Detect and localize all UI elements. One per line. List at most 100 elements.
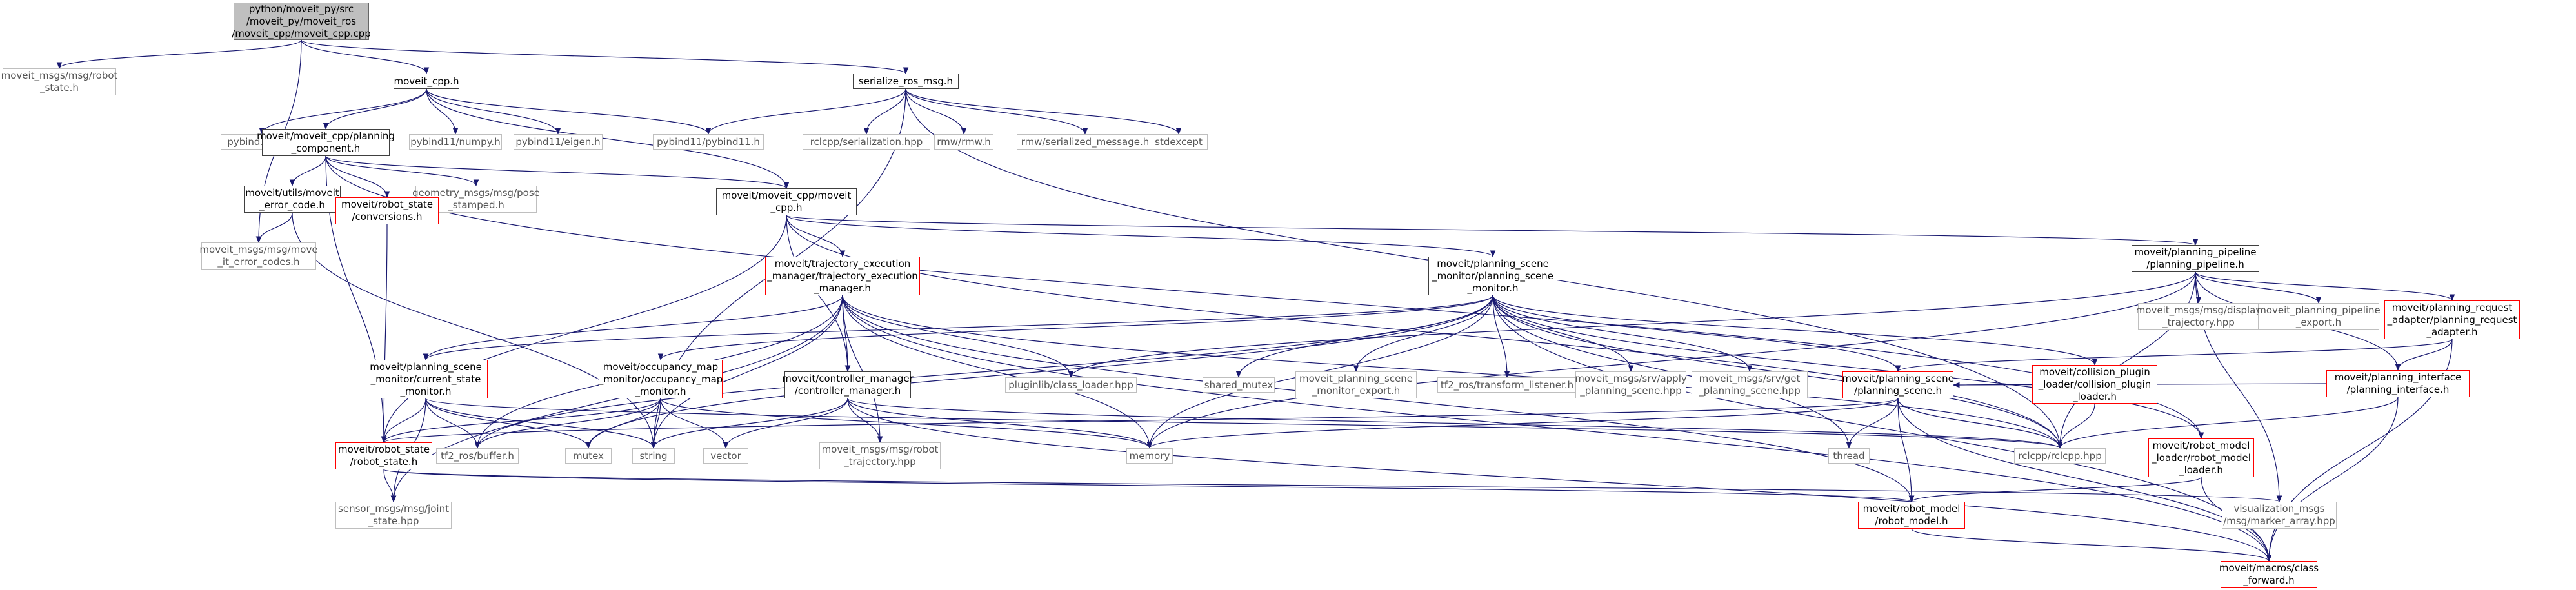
node-label-line: moveit/utils/moveit xyxy=(245,187,339,199)
node-label-line: moveit/planning_pipeline xyxy=(2134,246,2257,258)
node-robot-model-loader[interactable]: moveit/robot_model_loader/robot_model_lo… xyxy=(2148,438,2254,477)
node-label-line: memory xyxy=(1129,449,1170,462)
node-label-line: _stamped.h xyxy=(448,199,504,211)
edge-psm-to-class-forward xyxy=(1492,295,2272,562)
edge-psm-to-mutex xyxy=(585,295,1493,449)
edge-psm-to-collision-plugin-loader xyxy=(1492,295,2098,366)
node-stdexcept: stdexcept xyxy=(1150,134,1208,150)
node-class-forward[interactable]: moveit/macros/class_forward.h xyxy=(2219,561,2319,588)
node-label-line: /planning_interface.h xyxy=(2346,384,2450,395)
edge-planning-scene-to-rclcpp xyxy=(1897,398,2063,449)
node-get-scene: moveit_msgs/srv/get_planning_scene.hpp xyxy=(1692,371,1808,398)
node-label-line: _loader.h xyxy=(2073,390,2117,402)
node-label-line: moveit/trajectory_execution xyxy=(774,257,911,270)
node-label-line: _cpp.h xyxy=(770,202,803,213)
node-label-line: _manager.h xyxy=(814,282,871,294)
edge-planning-interface-to-class-forward xyxy=(2266,397,2399,562)
edge-planning-pipeline-to-rclcpp xyxy=(2057,271,2196,449)
edge-planning-scene-to-class-forward xyxy=(1897,398,2272,562)
node-label-line: moveit/occupancy_map xyxy=(603,360,719,373)
edge-controller-manager-to-vector xyxy=(723,398,848,449)
node-moveit-cpp-h[interactable]: moveit_cpp.h xyxy=(394,74,459,89)
edge-current-state-monitor-to-mutex xyxy=(425,398,592,449)
node-apply-scene: moveit_msgs/srv/apply_planning_scene.hpp xyxy=(1575,371,1687,398)
edge-psm-to-robot-model-loader xyxy=(1492,295,2204,440)
node-label-line: _trajectory.hpp xyxy=(2162,317,2235,328)
node-psm[interactable]: moveit/planning_scene_monitor/planning_s… xyxy=(1428,257,1557,295)
node-label-line: moveit/controller_manager xyxy=(782,373,914,384)
node-label-line: _loader.h xyxy=(2179,464,2223,476)
node-current-state-monitor[interactable]: moveit/planning_scene_monitor/current_st… xyxy=(364,360,488,398)
edge-moveit-error-code-to-move-it-error-codes xyxy=(255,212,293,244)
node-label-line: _loader/robot_model xyxy=(2152,451,2251,464)
edge-current-state-monitor-to-string xyxy=(425,398,657,449)
node-label-line: _monitor.h xyxy=(635,385,686,397)
node-label-line: pybind11/pybind11.h xyxy=(657,135,760,148)
node-occupancy-map-monitor[interactable]: moveit/occupancy_map_monitor/occupancy_m… xyxy=(599,360,723,398)
node-thread: thread xyxy=(1828,448,1870,464)
node-pybind-eigen: pybind11/eigen.h xyxy=(514,134,603,150)
node-label-line: _manager/trajectory_execution xyxy=(767,270,918,282)
edge-moveit-cpp-h-to-pybind-eigen xyxy=(426,88,561,135)
node-label-line: pluginlib/class_loader.hpp xyxy=(1008,379,1133,391)
edge-occupancy-map-monitor-to-vector xyxy=(660,398,729,449)
node-label-line: moveit/planning_request xyxy=(2391,301,2513,313)
edge-psm-to-transform-listener xyxy=(1492,295,1510,379)
node-label-line: string xyxy=(639,449,668,462)
node-serialize[interactable]: serialize_ros_msg.h xyxy=(853,74,959,89)
node-psm-export: moveit_planning_scene_monitor_export.h xyxy=(1295,371,1417,398)
node-label-line: moveit_planning_scene xyxy=(1299,373,1413,384)
node-robot-trajectory: moveit_msgs/msg/robot_trajectory.hpp xyxy=(819,442,941,469)
node-label-line: geometry_msgs/msg/pose xyxy=(412,187,540,199)
node-moveit-error-code[interactable]: moveit/utils/moveit_error_code.h xyxy=(244,186,341,213)
edge-traj-exec-to-memory xyxy=(842,295,1153,449)
edge-planning-component-to-geometry-pose xyxy=(325,155,479,187)
edge-current-state-monitor-to-rclcpp xyxy=(425,398,2062,449)
node-label-line: moveit/planning_interface xyxy=(2334,371,2462,383)
node-class-loader: pluginlib/class_loader.hpp xyxy=(1005,377,1137,393)
node-traj-exec[interactable]: moveit/trajectory_execution_manager/traj… xyxy=(765,257,920,295)
node-label-line: rclcpp/serialization.hpp xyxy=(810,135,923,148)
edge-planning-component-to-conversions xyxy=(325,155,390,199)
node-label-line: /controller_manager.h xyxy=(794,385,901,397)
edge-serialize-to-rmw-serialized xyxy=(905,88,1088,135)
edge-psm-to-occupancy-map-monitor xyxy=(657,295,1493,361)
node-label-line: _adapter.h xyxy=(2426,326,2478,338)
node-pybind-numpy: pybind11/numpy.h xyxy=(409,134,502,150)
node-label-line: tf2_ros/transform_listener.h xyxy=(1440,379,1574,391)
node-pipeline-export: moveit_planning_pipeline_export.h xyxy=(2257,303,2381,330)
node-root[interactable]: python/moveit_py/src/moveit_py/moveit_ro… xyxy=(232,3,371,40)
node-marker-array: visualization_msgs/msg/marker_array.hpp xyxy=(2222,502,2337,529)
node-planning-pipeline[interactable]: moveit/planning_pipeline/planning_pipeli… xyxy=(2132,245,2259,272)
node-request-adapter[interactable]: moveit/planning_request_adapter/planning… xyxy=(2384,300,2520,339)
edge-occupancy-map-monitor-to-mutex xyxy=(585,398,661,449)
node-label-line: /moveit_py/moveit_ros xyxy=(246,15,357,27)
edge-traj-exec-to-current-state-monitor xyxy=(423,295,843,361)
node-collision-plugin-loader[interactable]: moveit/collision_plugin_loader/collision… xyxy=(2032,365,2157,404)
node-label-line: _monitor.h xyxy=(400,385,452,397)
node-label-line: _error_code.h xyxy=(259,199,325,211)
edge-root-to-robot-state-msg xyxy=(56,39,302,70)
node-label-line: _state.h xyxy=(40,82,79,93)
node-robot-model-h[interactable]: moveit/robot_model/robot_model.h xyxy=(1858,502,1965,529)
node-transform-listener: tf2_ros/transform_listener.h xyxy=(1437,377,1577,393)
node-label-line: _it_error_codes.h xyxy=(217,256,300,268)
node-controller-manager[interactable]: moveit/controller_manager/controller_man… xyxy=(782,371,914,398)
node-moveit-cpp-core[interactable]: moveit/moveit_cpp/moveit_cpp.h xyxy=(716,188,857,215)
node-planning-component[interactable]: moveit/moveit_cpp/planning_component.h xyxy=(257,129,395,156)
node-label-line: rmw/rmw.h xyxy=(937,135,991,148)
node-robot-state-h[interactable]: moveit/robot_state/robot_state.h xyxy=(335,442,432,469)
node-label-line: moveit/planning_scene xyxy=(1437,257,1549,270)
edge-robot-state-h-to-joint-state xyxy=(383,469,397,503)
node-label-line: moveit/moveit_cpp/planning xyxy=(257,130,395,142)
node-label-line: vector xyxy=(710,449,741,462)
node-planning-scene[interactable]: moveit/planning_scene/planning_scene.h xyxy=(1842,371,1954,398)
node-rmw-serialized: rmw/serialized_message.h xyxy=(1017,134,1153,150)
node-rclcpp: rclcpp/rclcpp.hpp xyxy=(2014,448,2106,464)
edge-psm-to-get-scene xyxy=(1492,295,1753,373)
node-planning-interface[interactable]: moveit/planning_interface/planning_inter… xyxy=(2326,370,2470,397)
node-label-line: /conversions.h xyxy=(352,211,423,222)
edge-conversions-to-robot-state-h xyxy=(381,224,388,444)
node-conversions[interactable]: moveit/robot_state/conversions.h xyxy=(335,197,439,224)
node-label-line: _monitor/planning_scene xyxy=(1432,270,1553,282)
